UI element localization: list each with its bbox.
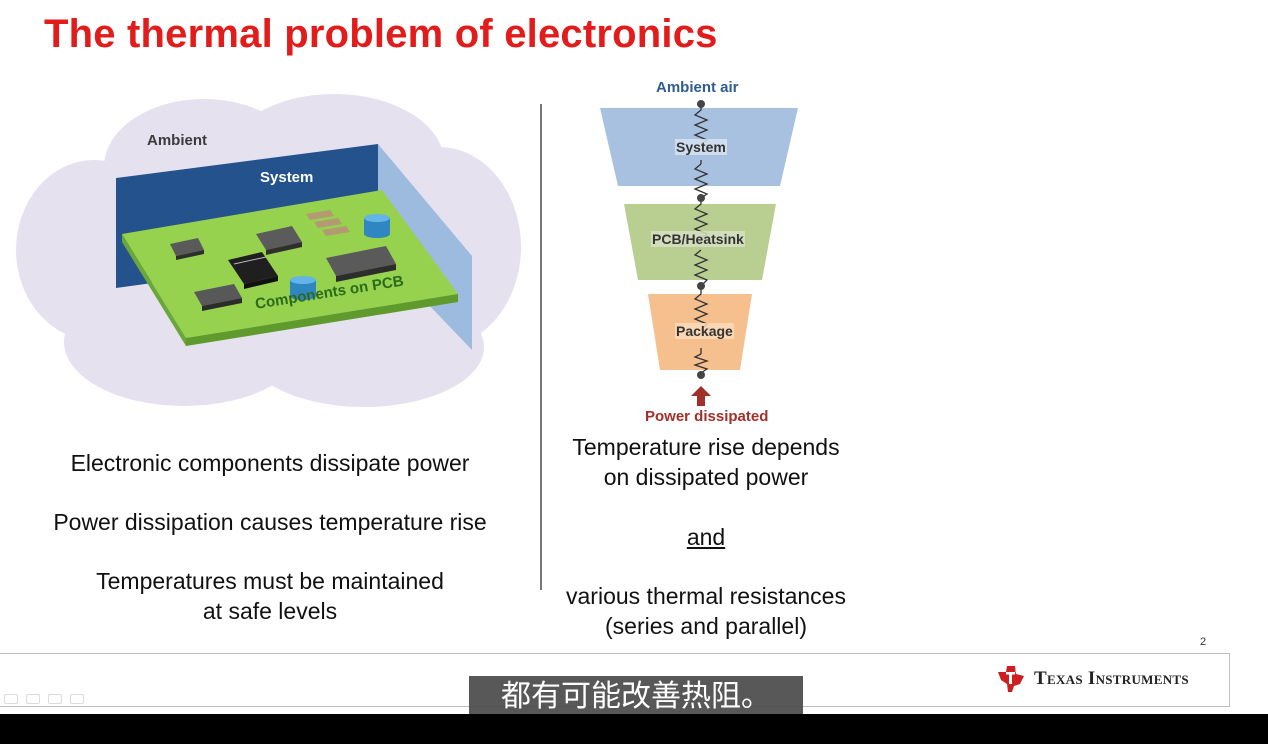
left-text-line2: Power dissipation causes temperature ris… — [53, 509, 487, 535]
right-text-and: and — [686, 524, 726, 550]
left-text-line1: Electronic components dissipate power — [70, 450, 470, 476]
resistor-system — [693, 104, 709, 145]
video-subtitle: 都有可能改善热阻。 — [469, 676, 803, 716]
chip-1 — [170, 238, 204, 260]
left-text-line3a: Temperatures must be maintained — [96, 568, 444, 594]
chip-5 — [228, 252, 278, 289]
footer-divider — [0, 653, 1230, 654]
right-text-line2a: various thermal resistances — [566, 583, 846, 609]
resistor-package — [693, 286, 709, 331]
ti-wordmark: Texas Instruments — [1034, 668, 1189, 689]
pen-icon[interactable] — [26, 694, 40, 704]
capacitor-2 — [290, 276, 316, 300]
left-text-line3b: at safe levels — [202, 598, 338, 624]
footer-border-right — [1229, 653, 1230, 707]
column-divider — [540, 104, 542, 590]
chip-4 — [194, 284, 242, 311]
right-text-line1a: Temperature rise depends — [572, 434, 840, 460]
capacitor-1 — [364, 214, 390, 238]
slide-title: The thermal problem of electronics — [44, 12, 718, 56]
power-arrow-icon — [691, 386, 711, 406]
prev-slide-icon[interactable] — [4, 694, 18, 704]
slide: The thermal problem of electronics — [0, 12, 1230, 707]
ambient-air-label: Ambient air — [656, 79, 739, 96]
layer-system-label: System — [675, 139, 727, 155]
system-label: System — [260, 169, 314, 186]
video-bottom-bar — [0, 714, 1268, 744]
page-number: 2 — [1200, 636, 1207, 648]
slide-nav-controls[interactable] — [4, 694, 84, 704]
chip-3 — [326, 246, 396, 282]
menu-icon[interactable] — [48, 694, 62, 704]
next-slide-icon[interactable] — [70, 694, 84, 704]
layer-pcb-label: PCB/Heatsink — [651, 231, 745, 247]
right-text-line1b: on dissipated power — [603, 464, 809, 490]
ti-logo-icon — [998, 666, 1024, 692]
resistor-block — [306, 210, 350, 236]
layer-package-label: Package — [675, 323, 734, 339]
right-text-line2b: (series and parallel) — [605, 613, 807, 639]
system-cloud-diagram — [16, 94, 521, 407]
chip-2 — [256, 226, 302, 255]
ambient-label: Ambient — [147, 132, 207, 149]
ti-logo: Texas Instruments — [996, 664, 1189, 694]
power-dissipated-label: Power dissipated — [645, 408, 769, 425]
